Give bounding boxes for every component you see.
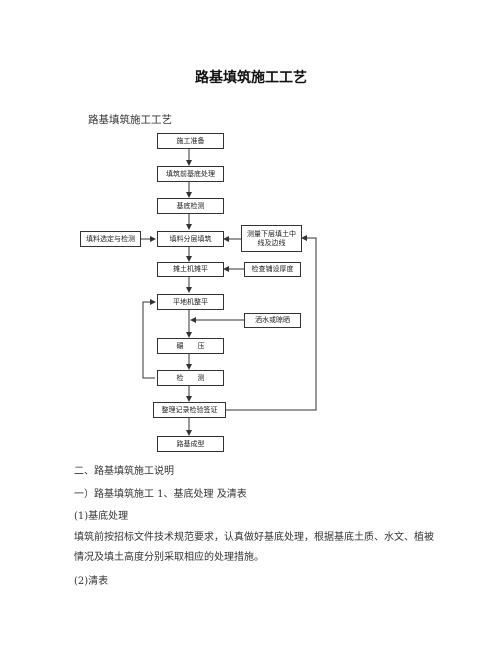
flow-step-1: 施工准备 [157, 133, 224, 149]
flow-step-5: 摊土机摊平 [157, 262, 224, 277]
flow-side-material-check: 填料选定与检测 [80, 231, 141, 247]
flow-step-8: 检 测 [157, 370, 224, 386]
flowchart-connectors [141, 149, 317, 436]
flow-side-thickness-check: 检查铺设厚度 [244, 262, 301, 277]
paragraph-1: 填筑前按招标文件技术规范要求，认真做好基底处理，根据基底土质、水文、植被情况及填… [74, 532, 434, 563]
page-subtitle: 路基填筑施工工艺 [88, 114, 172, 126]
page-title: 路基填筑施工工艺 [195, 70, 307, 86]
item-heading-2: (2)清表 [74, 576, 109, 587]
flow-step-4: 填料分层填筑 [157, 231, 224, 247]
flow-step-9: 整理记录检验签证 [153, 402, 226, 418]
flow-step-7: 碾 压 [157, 338, 224, 354]
flow-step-2: 填筑前基底处理 [157, 166, 224, 182]
section-subheading: 一）路基填筑施工 1、基底处理 及清表 [74, 489, 247, 500]
item-heading-1: (1)基底处理 [74, 511, 129, 522]
flow-step-3: 基底检测 [157, 198, 224, 214]
flow-side-water: 洒水或晾晒 [244, 313, 301, 328]
flow-side-survey: 测量下层填土中 线及边线 [241, 225, 302, 252]
flow-step-10: 路基成型 [157, 436, 224, 452]
section-heading: 二、路基填筑施工说明 [74, 466, 174, 477]
flow-step-6: 平地机整平 [157, 294, 224, 310]
